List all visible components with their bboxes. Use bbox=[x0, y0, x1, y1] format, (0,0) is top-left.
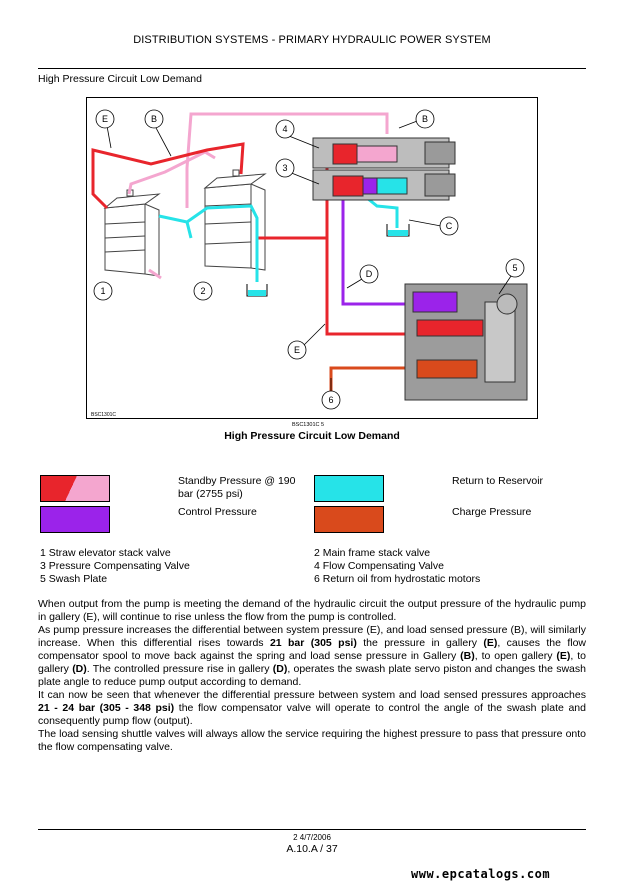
body-text: When output from the pump is meeting the… bbox=[38, 598, 586, 754]
component-item: 5 Swash Plate bbox=[40, 573, 108, 585]
callout-e-top: E bbox=[102, 114, 108, 124]
legend-label-return: Return to Reservoir bbox=[452, 475, 544, 487]
footer-rule bbox=[38, 829, 586, 830]
paragraph-4: The load sensing shuttle valves will alw… bbox=[38, 728, 586, 753]
callout-b-right: B bbox=[422, 114, 428, 124]
compensator-valve-housing bbox=[312, 137, 456, 201]
callout-d: D bbox=[366, 269, 373, 279]
stack-valve-1 bbox=[103, 189, 161, 277]
reservoir-icon bbox=[246, 224, 410, 297]
callout-3: 3 bbox=[282, 163, 287, 173]
callout-c: C bbox=[446, 221, 453, 231]
callout-1: 1 bbox=[100, 286, 105, 296]
callout-4: 4 bbox=[282, 124, 287, 134]
footer-page-number: A.10.A / 37 bbox=[286, 843, 338, 855]
section-heading: High Pressure Circuit Low Demand bbox=[38, 73, 202, 85]
watermark: www.epcatalogs.com bbox=[411, 867, 551, 881]
callout-5: 5 bbox=[512, 263, 517, 273]
component-item: 6 Return oil from hydrostatic motors bbox=[314, 573, 481, 585]
component-item: 1 Straw elevator stack valve bbox=[40, 547, 171, 559]
figure-id-label: BSC1301C bbox=[91, 412, 116, 418]
component-item: 3 Pressure Compensating Valve bbox=[40, 560, 190, 572]
charge-pressure-line bbox=[329, 366, 417, 400]
load-sense-lines bbox=[127, 112, 389, 280]
header-rule bbox=[38, 68, 586, 69]
page-header-title: DISTRIBUTION SYSTEMS - PRIMARY HYDRAULIC… bbox=[133, 34, 491, 46]
callout-circles bbox=[93, 109, 525, 410]
paragraph-3: It can now be seen that whenever the dif… bbox=[38, 689, 586, 727]
pump-body bbox=[404, 283, 528, 401]
legend-label-standby: Standby Pressure @ 190 bar (2755 psi) bbox=[178, 475, 296, 500]
callout-labels: E B 4 B 3 C D 5 E 6 1 2 bbox=[100, 114, 517, 405]
callout-6: 6 bbox=[328, 395, 333, 405]
legend-swatch-standby bbox=[40, 475, 110, 502]
callout-e-bottom: E bbox=[294, 345, 300, 355]
callout-leader-lines bbox=[106, 117, 512, 396]
component-list-right: 2 Main frame stack valve 4 Flow Compensa… bbox=[314, 547, 480, 586]
footer-date: 2 4/7/2006 bbox=[293, 833, 331, 842]
legend-swatch-return bbox=[314, 475, 384, 502]
component-item: 4 Flow Compensating Valve bbox=[314, 560, 444, 572]
hydraulic-diagram: E B 4 B 3 C D 5 E 6 1 2 BSC1301C bbox=[86, 97, 538, 419]
hydraulic-diagram-svg: E B 4 B 3 C D 5 E 6 1 2 BSC1301C bbox=[91, 109, 528, 418]
paragraph-1: When output from the pump is meeting the… bbox=[38, 598, 586, 623]
component-item: 2 Main frame stack valve bbox=[314, 547, 431, 559]
return-lines bbox=[158, 196, 399, 282]
callout-b-top: B bbox=[151, 114, 157, 124]
legend-label-control: Control Pressure bbox=[178, 506, 257, 518]
figure-id-small: BSC1301C 5 bbox=[292, 422, 325, 428]
callout-2: 2 bbox=[200, 286, 205, 296]
legend-swatch-charge bbox=[314, 506, 384, 533]
component-list-left: 1 Straw elevator stack valve 3 Pressure … bbox=[40, 547, 190, 586]
legend-swatch-control bbox=[40, 506, 110, 533]
legend-label-charge: Charge Pressure bbox=[452, 506, 532, 518]
figure-caption: High Pressure Circuit Low Demand bbox=[224, 430, 400, 442]
paragraph-2: As pump pressure increases the different… bbox=[38, 624, 587, 688]
